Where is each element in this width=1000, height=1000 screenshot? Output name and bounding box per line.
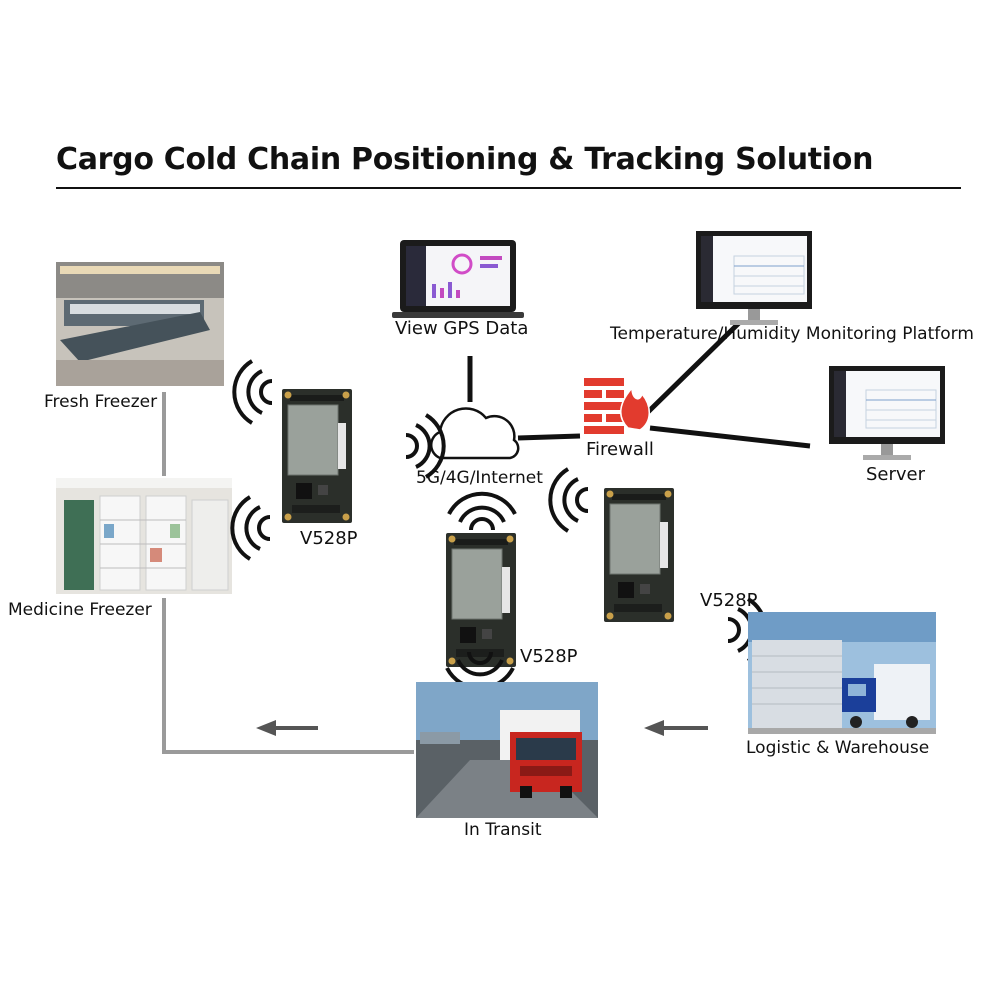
v528p-module — [281, 388, 353, 524]
monitor-icon — [829, 366, 945, 460]
medicine-freezer-image — [56, 478, 232, 594]
arrow-left-icon — [256, 720, 318, 736]
v528p-label: V528P — [520, 646, 578, 667]
wifi-signal-icon — [447, 491, 517, 532]
internet-label: 5G/4G/Internet — [416, 468, 543, 488]
transit-to-medicine-flow — [162, 598, 414, 754]
wifi-signal-icon — [230, 495, 272, 561]
fresh-freezer-label: Fresh Freezer — [44, 392, 158, 412]
v528p-label: V528P — [700, 590, 758, 611]
wifi-signal-icon — [232, 359, 274, 425]
fresh-freezer-image — [56, 262, 224, 386]
view-gps-label: View GPS Data — [395, 318, 529, 339]
medicine-freezer-label: Medicine Freezer — [8, 600, 152, 620]
firewall-label: Firewall — [586, 439, 654, 460]
wifi-signal-icon — [548, 467, 590, 533]
server-label: Server — [866, 464, 926, 485]
v528p-module — [603, 487, 675, 623]
temp-humidity-label: Temperature/Humidity Monitoring Platform — [610, 324, 974, 344]
page-title: Cargo Cold Chain Positioning & Tracking … — [56, 142, 874, 177]
in-transit-image — [416, 682, 598, 818]
cloud-icon — [430, 407, 520, 460]
arrow-left-icon — [644, 720, 708, 736]
firewall-to-server-line — [649, 425, 811, 449]
monitor-icon — [696, 231, 812, 325]
firewall-to-platform-line — [646, 320, 742, 414]
cloud-to-firewall-line — [517, 433, 581, 441]
in-transit-label: In Transit — [464, 820, 542, 840]
logistic-warehouse-image — [748, 612, 936, 734]
laptop-icon — [392, 240, 524, 318]
firewall-icon — [584, 378, 650, 434]
v528p-module — [445, 532, 517, 668]
v528p-label: V528P — [300, 528, 358, 549]
logistic-warehouse-label: Logistic & Warehouse — [746, 738, 930, 758]
title-underline — [56, 187, 961, 189]
